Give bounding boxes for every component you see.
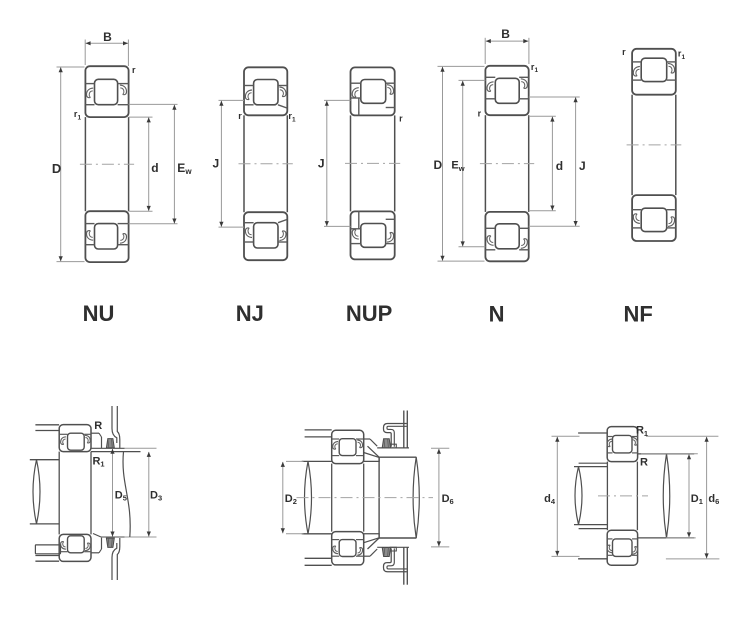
svg-text:d: d (151, 161, 158, 175)
svg-text:D: D (52, 161, 61, 176)
svg-text:d6: d6 (708, 493, 719, 506)
svg-text:B: B (501, 27, 510, 41)
svg-text:r1: r1 (288, 111, 296, 123)
svg-text:D6: D6 (442, 493, 454, 506)
svg-text:R1: R1 (636, 425, 648, 438)
svg-text:d4: d4 (544, 493, 556, 506)
svg-text:r: r (238, 111, 242, 121)
svg-text:D3: D3 (150, 489, 162, 502)
svg-text:B: B (103, 30, 112, 44)
svg-text:NU: NU (83, 301, 115, 326)
svg-text:N: N (489, 302, 505, 327)
svg-text:D5: D5 (115, 489, 127, 502)
svg-text:r1: r1 (678, 49, 686, 61)
svg-text:r: r (399, 113, 403, 123)
svg-text:NJ: NJ (236, 301, 264, 326)
svg-text:J: J (579, 159, 586, 173)
svg-text:R: R (94, 420, 102, 432)
svg-text:R: R (640, 457, 648, 469)
svg-text:D: D (433, 158, 442, 172)
svg-text:r: r (132, 65, 136, 75)
svg-text:NUP: NUP (346, 301, 392, 326)
svg-text:d: d (556, 159, 563, 173)
svg-text:Ew: Ew (451, 160, 464, 173)
svg-text:J: J (213, 156, 220, 170)
svg-text:r1: r1 (531, 62, 539, 74)
svg-text:r: r (622, 47, 626, 57)
svg-text:J: J (318, 156, 325, 170)
svg-text:r: r (478, 108, 482, 118)
svg-text:r1: r1 (74, 109, 82, 121)
svg-text:NF: NF (624, 302, 653, 327)
svg-text:D1: D1 (691, 493, 703, 506)
svg-text:R1: R1 (92, 455, 104, 468)
svg-text:D2: D2 (285, 493, 297, 506)
